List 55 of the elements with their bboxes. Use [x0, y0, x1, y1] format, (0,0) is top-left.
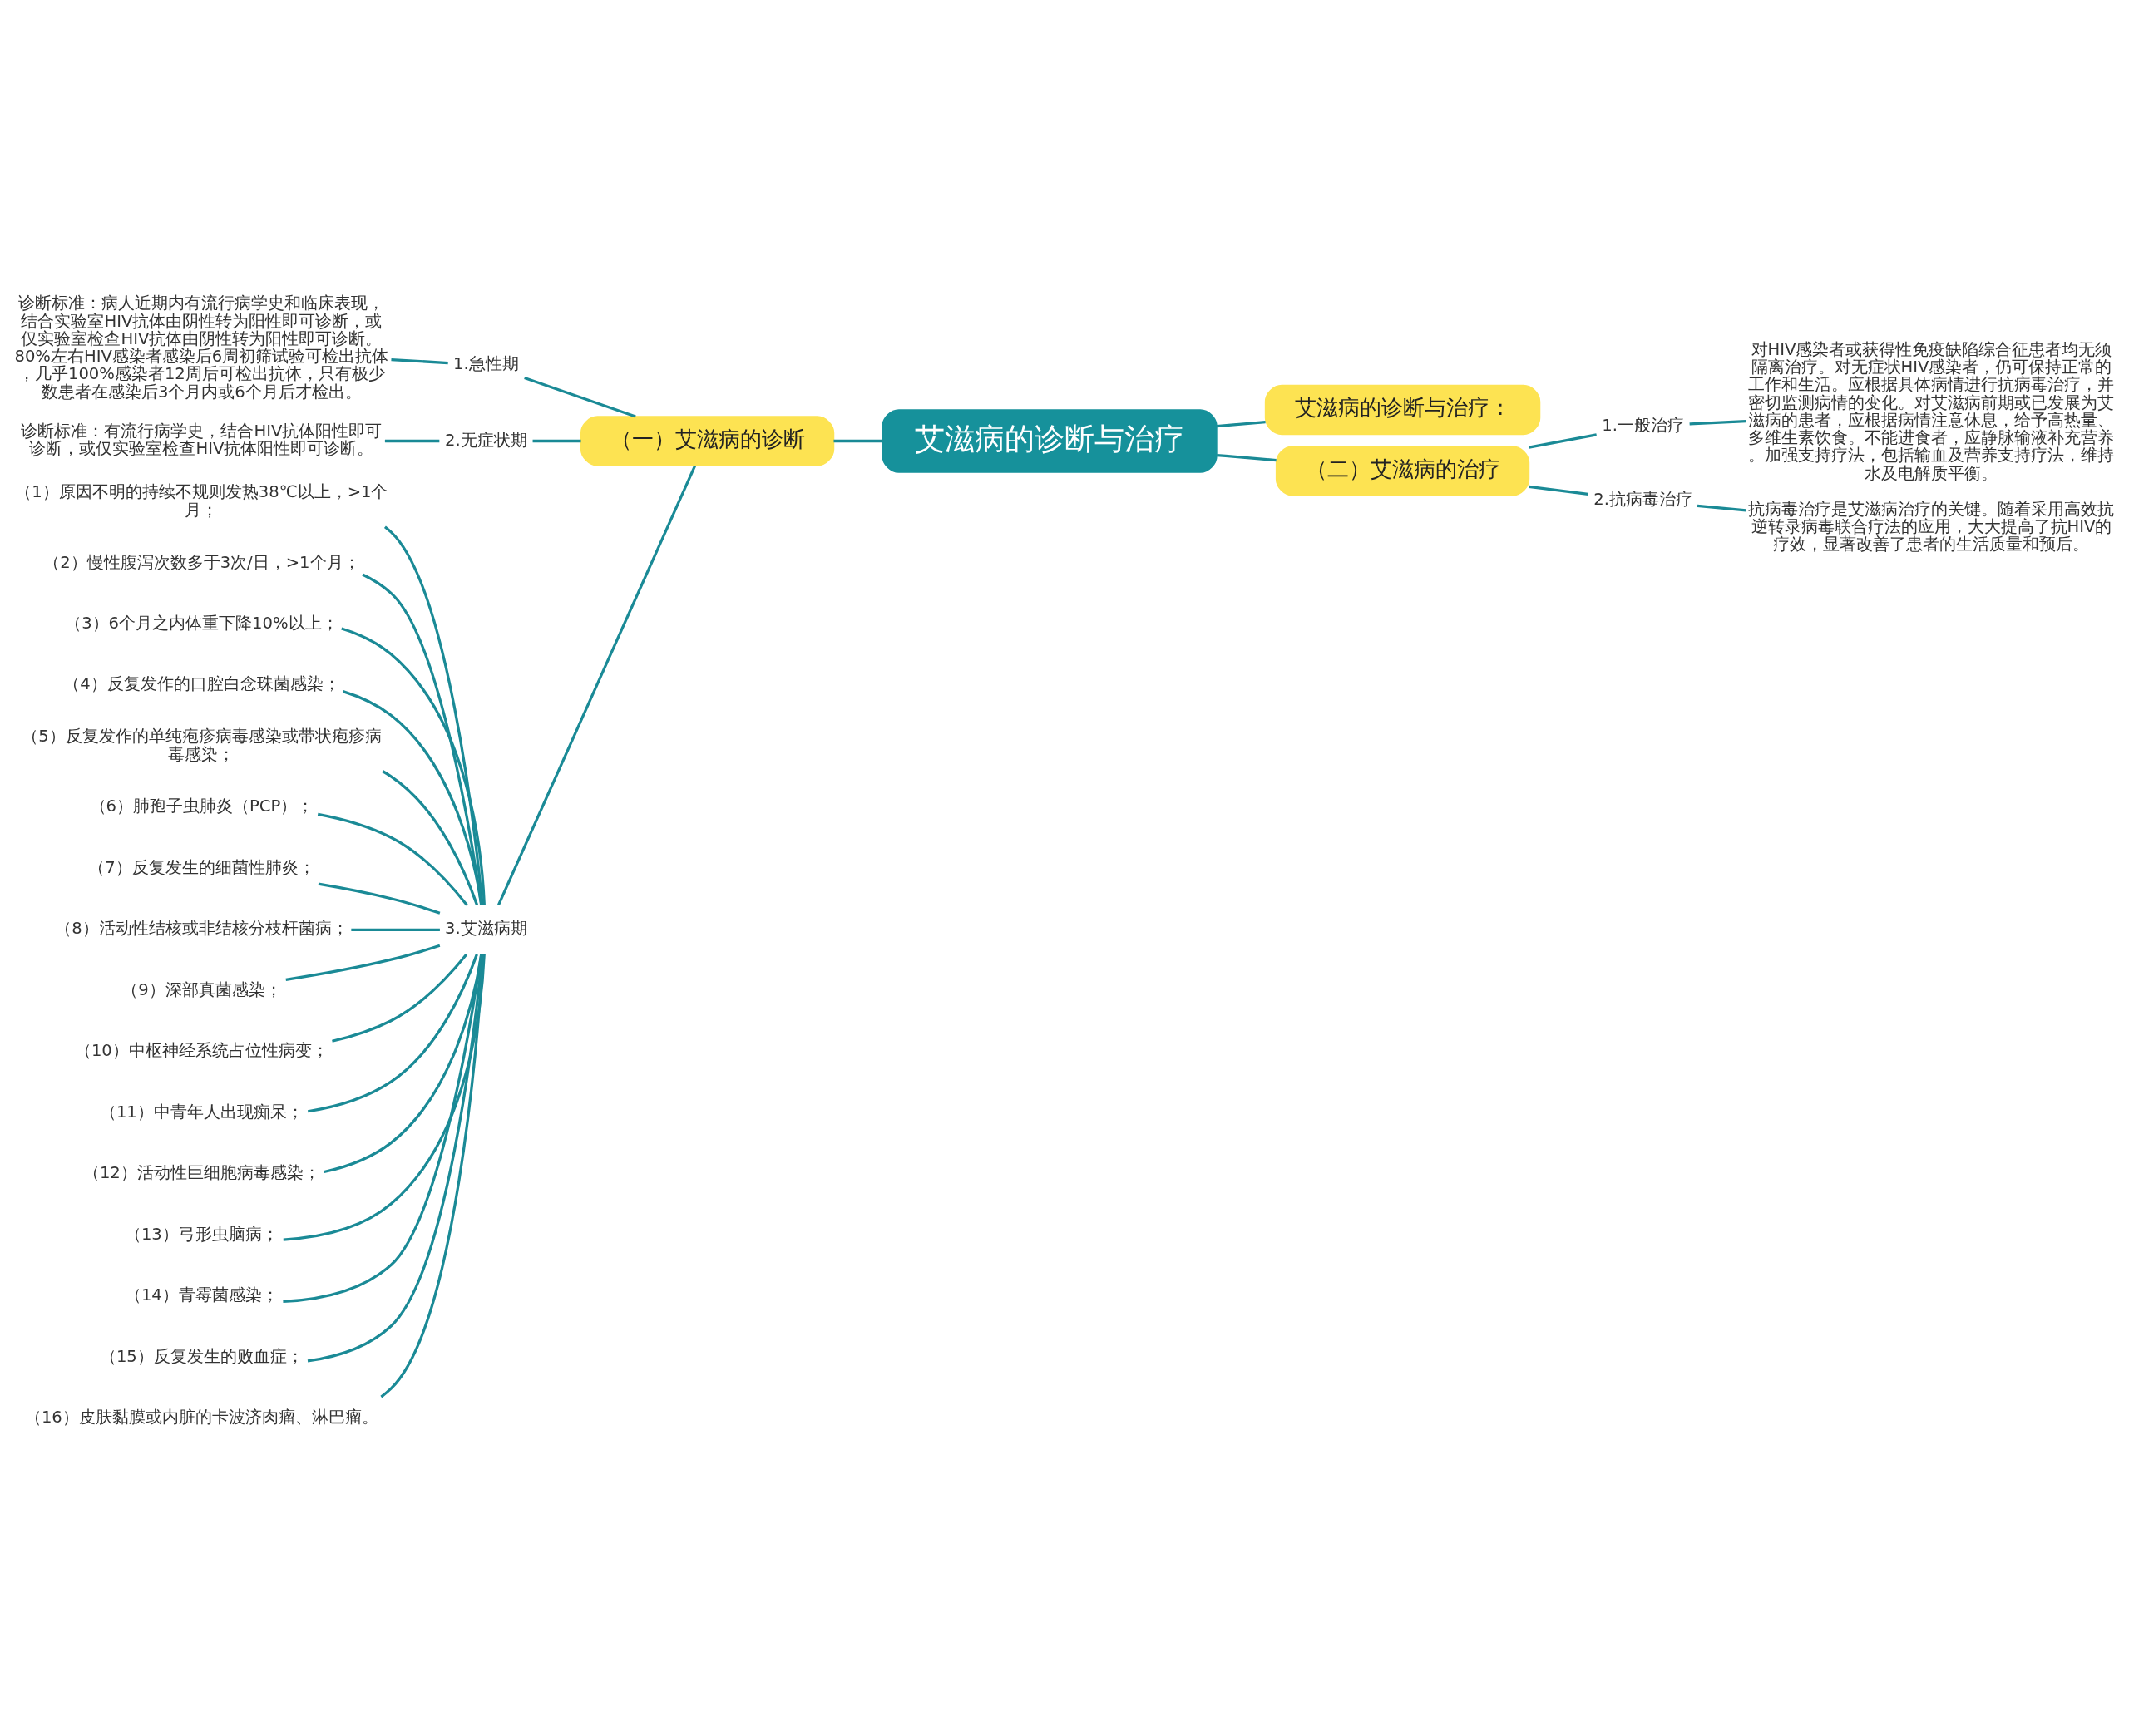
node-text: （3）6个月之内体重下降10%以上；: [65, 613, 338, 633]
node-box: （一）艾滋病的诊断: [580, 416, 835, 466]
node-text: （9）深部真菌感染；: [121, 979, 282, 999]
node-text: （2）慢性腹泻次数多于3次/日，>1个月；: [43, 552, 360, 572]
node-text: （13）弓形虫脑病；: [124, 1224, 279, 1244]
connector: [1689, 420, 1746, 426]
node-text: 对HIV感染者或获得性免疫缺陷综合征患者均无须隔离治疗。对无症状HIV感染者，仍可保持正常的工作和生活。应根据具体病情进行抗病毒治疗，并密切监测病情的变化。对艾滋病前期或已发展为艾滋病的患者，应根据病情注意休息，给予高热量、多维生素饮食。不能进食者，应静脉输液补充营养。加强支持疗法，包括输血及营养支持疗法，维持水及电解质平衡。: [1748, 339, 2115, 483]
connector: [318, 882, 441, 915]
node-text: （1）原因不明的持续不规则发热38℃以上，>1个月；: [15, 482, 388, 520]
node-box: （二）艾滋病的治疗: [1275, 446, 1530, 496]
connector: [351, 928, 440, 931]
connector: [524, 377, 636, 418]
node-text: （15）反复发生的败血症；: [99, 1346, 304, 1366]
node-text: （11）中青年人出现痴呆；: [99, 1102, 304, 1122]
node-text: 诊断标准：有流行病学史，结合HIV抗体阳性即可诊断，或仅实验室检查HIV抗体阳性即可诊断。: [21, 421, 383, 459]
node-text: （8）活动性结核或非结核分枝杆菌病；: [55, 919, 348, 939]
connector: [332, 954, 468, 1043]
connector: [1217, 420, 1266, 428]
connector: [384, 439, 440, 443]
connector: [307, 954, 484, 1363]
connector: [317, 812, 468, 906]
node-text: 2.无症状期: [445, 430, 527, 450]
node-text: 诊断标准：病人近期内有流行病学史和临床表现，结合实验室HIV抗体由阴性转为阳性即可诊断，或仅实验室检查HIV抗体由阴性转为阳性即可诊断。80%左右HIV感染者感染后6周初筛试验可检出抗体，几乎100%感染者12周后可检出抗体，只有极少数患者在感染后3个月内或6个月后才检出。: [14, 293, 389, 402]
connector: [343, 690, 483, 905]
connector: [1697, 504, 1746, 512]
connector: [341, 627, 486, 905]
connector: [497, 465, 697, 905]
connector: [532, 439, 581, 443]
node-text: （14）青霉菌感染；: [124, 1285, 279, 1305]
connector: [380, 954, 485, 1398]
node-text: （12）活动性巨细胞病毒感染；: [82, 1163, 320, 1183]
connector: [1529, 485, 1588, 496]
node-text: 1.一般治疗: [1602, 415, 1684, 435]
connector: [391, 358, 448, 365]
connector: [1529, 433, 1597, 449]
connector: [283, 954, 486, 1241]
connector: [833, 439, 883, 443]
connector: [307, 954, 478, 1113]
node-text: （5）反复发作的单纯疱疹病毒感染或带状疱疹病毒感染；: [22, 727, 382, 764]
connector: [383, 525, 484, 905]
connector: [1217, 453, 1277, 462]
node-text: （16）皮肤黏膜或内脏的卡波济肉瘤、淋巴瘤。: [24, 1408, 378, 1428]
node-text: 3.艾滋病期: [445, 919, 527, 939]
node-box: 艾滋病的诊断与治疗：: [1264, 384, 1541, 436]
node-text: （4）反复发作的口腔白念珠菌感染；: [63, 674, 340, 694]
node-text: 抗病毒治疗是艾滋病治疗的关键。随着采用高效抗逆转录病毒联合疗法的应用，大大提高了抗HIV的疗效，显著改善了患者的生活质量和预后。: [1748, 499, 2115, 555]
node-text: 1.急性期: [453, 354, 519, 374]
connector: [285, 944, 441, 981]
connector: [283, 954, 483, 1304]
node-text: （7）反复发生的细菌性肺炎；: [88, 857, 315, 877]
node-box: 艾滋病的诊断与治疗: [882, 409, 1218, 473]
node-text: （10）中枢神经系统占位性病变；: [74, 1041, 328, 1061]
node-text: 2.抗病毒治疗: [1593, 490, 1692, 510]
node-text: （6）肺孢子虫肺炎（PCP）；: [89, 796, 314, 816]
connector: [382, 770, 479, 905]
